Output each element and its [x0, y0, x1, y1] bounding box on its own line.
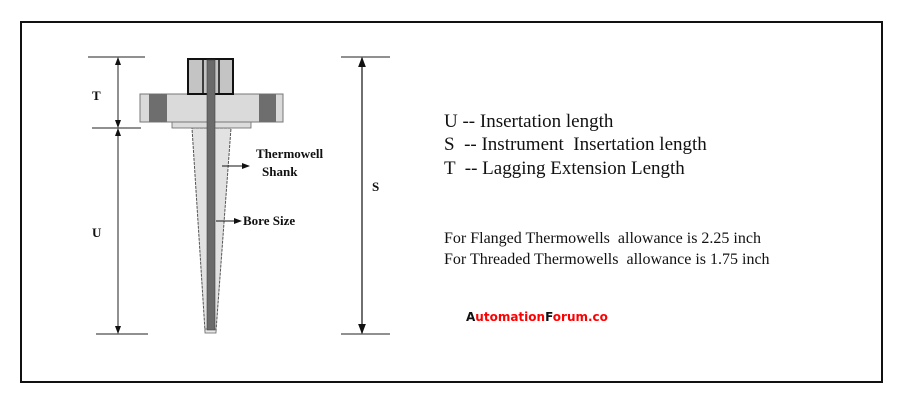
- legend-u: U -- Insertation length: [444, 111, 614, 132]
- dimension-t-u: [88, 56, 148, 335]
- dimension-s: [341, 56, 390, 335]
- frame-border: [20, 21, 883, 383]
- flange-bolt-left: [149, 94, 167, 122]
- flange-bolt-right: [259, 94, 276, 122]
- label-bore-size: Bore Size: [243, 213, 295, 228]
- label-u: U: [92, 225, 102, 240]
- legend-s: S -- Instrument Insertation length: [444, 134, 707, 155]
- bore: [206, 59, 216, 331]
- note-threaded: For Threaded Thermowells allowance is 1.…: [444, 251, 770, 268]
- label-shank: Shank: [262, 164, 298, 179]
- label-t: T: [92, 88, 101, 103]
- label-thermowell: Thermowell: [256, 146, 324, 161]
- watermark-automationforum: AutomationForum.co: [466, 310, 608, 324]
- label-s: S: [372, 179, 379, 194]
- note-flanged: For Flanged Thermowells allowance is 2.2…: [444, 230, 761, 247]
- thermowell-drawing: [139, 58, 284, 334]
- legend-t: T -- Lagging Extension Length: [444, 158, 685, 179]
